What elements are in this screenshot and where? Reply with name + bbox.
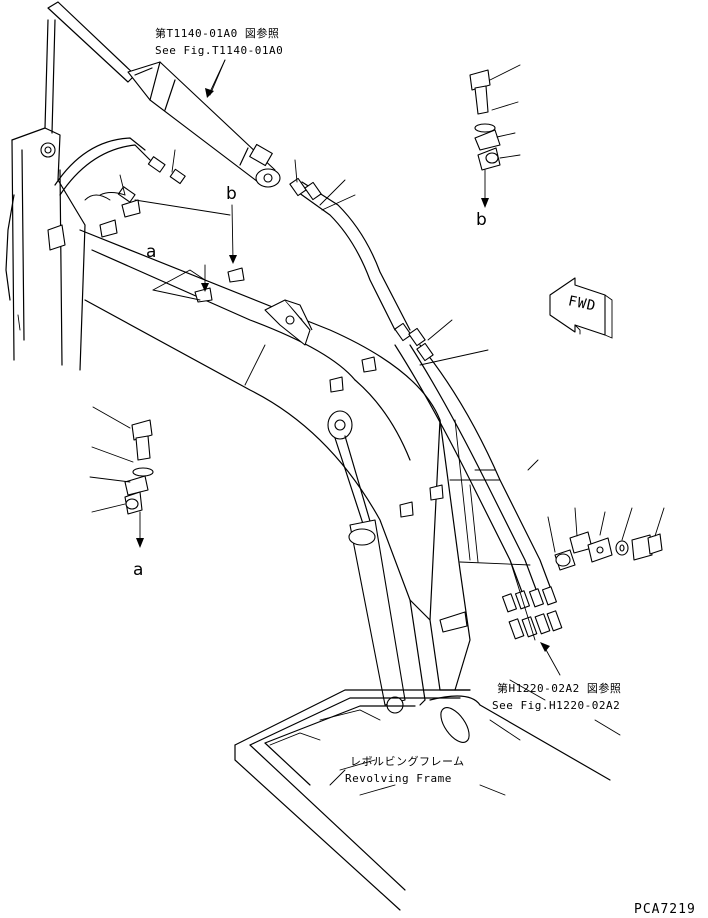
callout-a-top: a (146, 242, 157, 262)
drawing-code: PCA7219 (634, 902, 696, 917)
frame-label-ja: レボルビングフレーム (350, 755, 465, 768)
detail-right-parts (547, 507, 665, 571)
frame-label-en: Revolving Frame (345, 772, 452, 785)
boom (79, 229, 471, 706)
fwd-arrow-icon (549, 277, 613, 339)
callout-b-top: b (226, 184, 237, 204)
arm (5, 19, 86, 371)
detail-b (469, 64, 521, 208)
misc-lines (454, 419, 621, 741)
arm-cylinder (47, 1, 281, 188)
callout-a-detail: a (133, 560, 144, 580)
callout-marks (152, 204, 237, 301)
revolving-frame (234, 679, 611, 911)
detail-a (89, 406, 154, 548)
clamps (47, 199, 468, 633)
boom-cylinder (327, 410, 406, 714)
bottom-ref-en: See Fig.H1220-02A2 (492, 699, 621, 712)
top-ref-en: See Fig.T1140-01A0 (155, 44, 284, 57)
bottom-ref-ja: 第H1220-02A2 図参照 (497, 682, 622, 695)
reference-arrows (205, 59, 561, 676)
callout-b-detail: b (476, 210, 487, 230)
top-ref-ja: 第T1140-01A0 図参照 (155, 27, 280, 40)
